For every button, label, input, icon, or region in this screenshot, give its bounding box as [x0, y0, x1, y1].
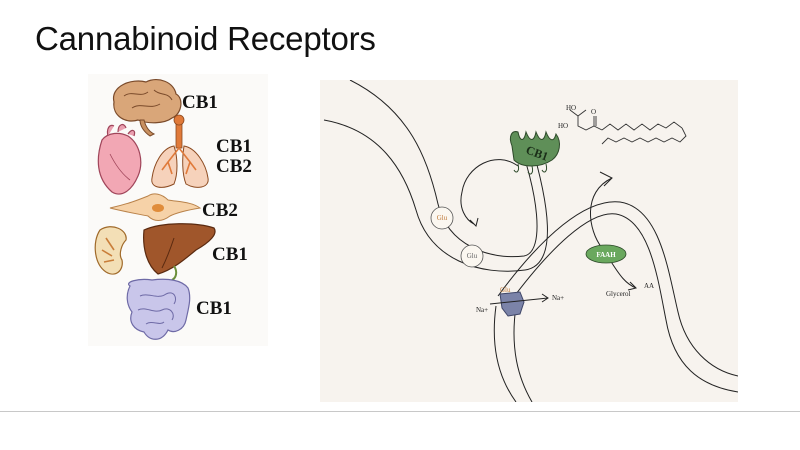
sodium-in-label: Na+	[476, 306, 488, 314]
glutamate-vesicle-2	[460, 244, 484, 268]
brain-illustration	[113, 79, 182, 137]
lungs-receptor-label-cb2: CB2	[216, 156, 252, 177]
synapse-diagram: CB1 Glu Glu Glu Na+ Na+ FAAH Glycerol AA…	[320, 79, 739, 403]
sodium-channel	[499, 291, 525, 317]
sodium-flow-arrow	[489, 297, 549, 305]
cb1-receptor	[509, 130, 560, 175]
intestine-illustration	[126, 278, 191, 340]
liver-receptor-label: CB1	[212, 244, 248, 265]
glutamate-vesicle-1	[430, 206, 454, 230]
carbonyl-oxygen-label: O	[591, 108, 596, 116]
glu-label-3: Glu	[500, 286, 511, 294]
glycerol-label: Glycerol	[606, 290, 631, 298]
postsynaptic-membrane	[493, 201, 739, 403]
liver-illustration	[143, 223, 216, 281]
slide-title: Cannabinoid Receptors	[35, 20, 376, 57]
retrograde-arrow	[460, 159, 519, 225]
lungs-receptor-label-cb1: CB1	[216, 136, 252, 157]
uptake-arrow	[590, 177, 613, 249]
faah-enzyme	[585, 244, 627, 264]
faah-label: FAAH	[596, 251, 616, 259]
glu-label-2: Glu	[467, 252, 478, 260]
hydroxyl-label-1: HO	[566, 104, 576, 112]
sodium-out-label: Na+	[552, 294, 564, 302]
presynaptic-membrane	[323, 79, 548, 272]
2ag-molecule-structure	[569, 109, 687, 145]
immune-cell-receptor-label: CB2	[202, 200, 238, 221]
organ-distribution-figure: CB1 CB1 CB2 CB2	[88, 74, 268, 346]
degradation-arrow	[609, 259, 637, 289]
hydroxyl-label-2: HO	[558, 122, 568, 130]
heart-illustration	[97, 123, 142, 195]
lungs-illustration	[151, 114, 209, 188]
brain-receptor-label: CB1	[182, 92, 218, 113]
glu-label-1: Glu	[437, 214, 448, 222]
arachidonic-acid-label: AA	[644, 282, 654, 290]
immune-cell-illustration	[109, 193, 202, 221]
bottom-divider	[0, 411, 800, 412]
intestine-receptor-label: CB1	[196, 298, 232, 319]
kidney-illustration	[94, 226, 127, 275]
